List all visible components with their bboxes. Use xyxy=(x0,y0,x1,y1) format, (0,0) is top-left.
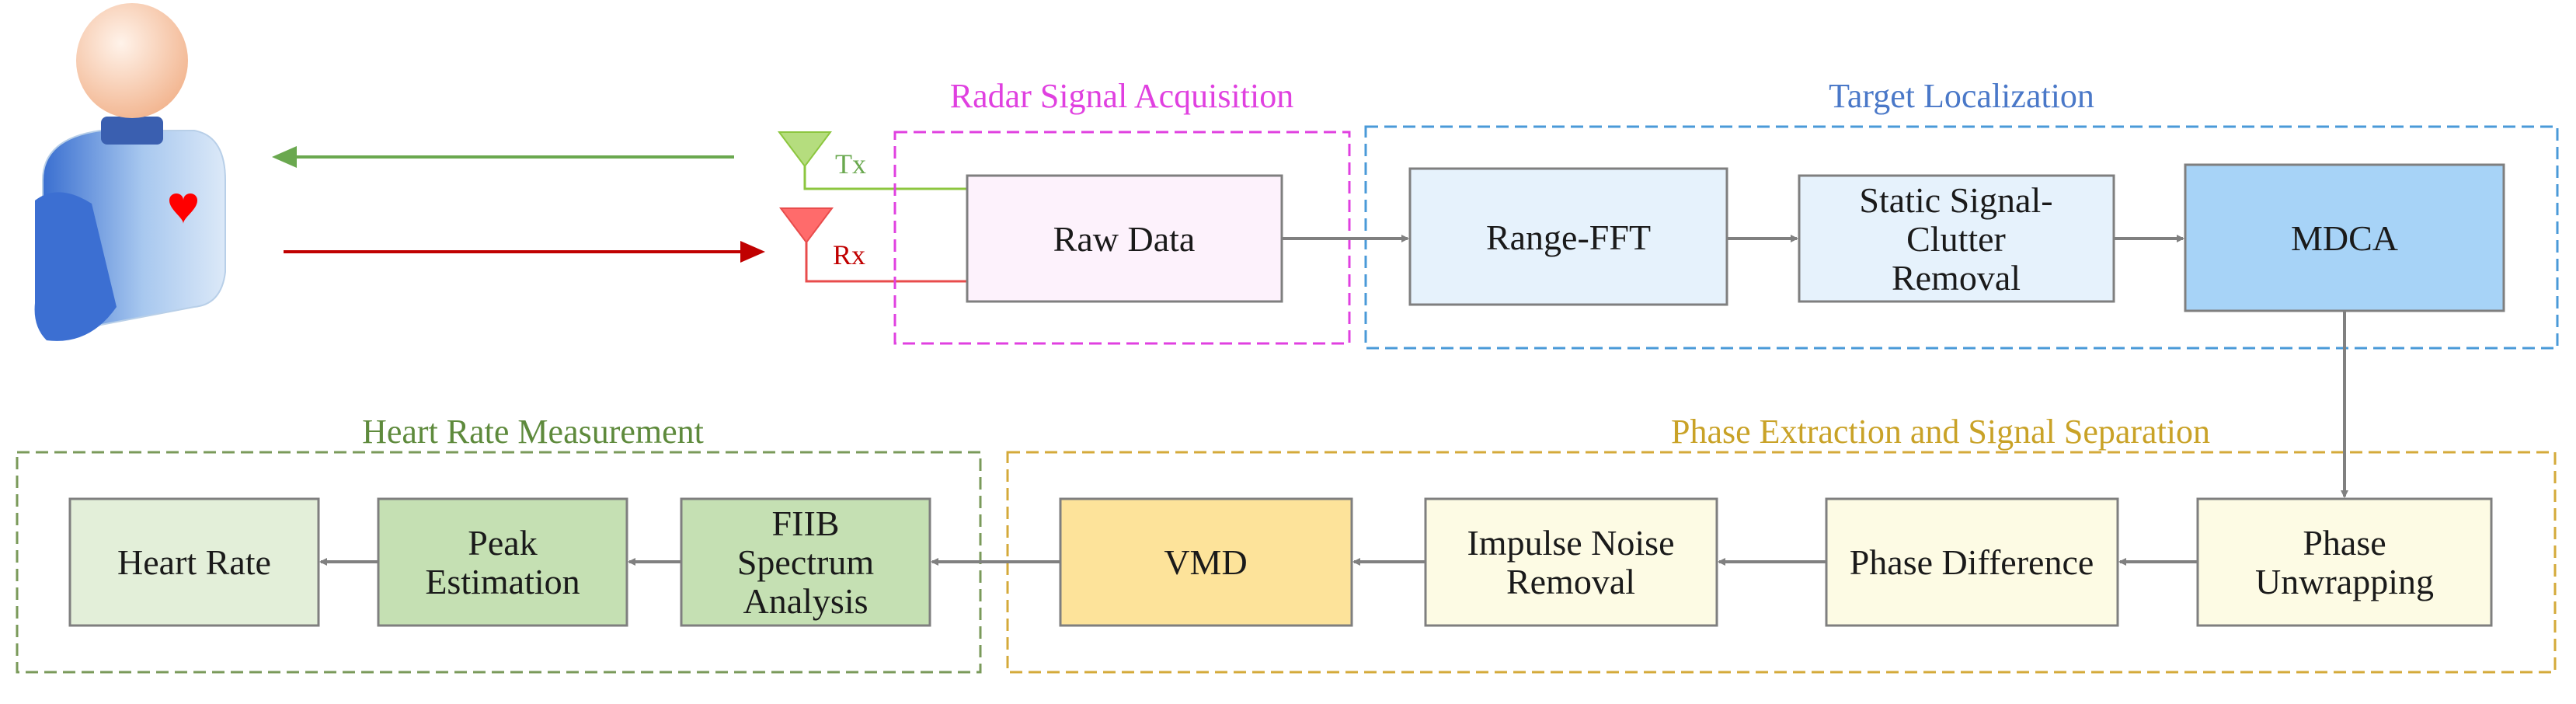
phase-difference-block xyxy=(1825,497,2119,627)
phase-unwrapping-block xyxy=(2196,497,2493,627)
block-label-line: Heart Rate xyxy=(117,542,271,582)
block-label-line: Analysis xyxy=(743,581,869,621)
block-label-line: MDCA xyxy=(2291,218,2398,258)
raw-data-label: Raw Data xyxy=(1053,219,1196,259)
group-title-heart: Heart Rate Measurement xyxy=(362,413,704,451)
mdca-block xyxy=(2184,163,2505,312)
block-label-line: Phase xyxy=(2303,523,2386,563)
raw-data-block xyxy=(966,174,1283,303)
group-title-localization: Target Localization xyxy=(1829,77,2094,115)
vmd-label: VMD xyxy=(1164,542,1247,582)
impulse-noise-block xyxy=(1424,497,1718,627)
peak-estimation-block xyxy=(377,497,628,627)
mdca-label: MDCA xyxy=(2291,218,2398,258)
block-label-line: Impulse Noise xyxy=(1467,523,1674,563)
rx-antenna-icon xyxy=(779,207,967,283)
tx-label: Tx xyxy=(835,148,866,179)
range-fft-block xyxy=(1408,167,1728,306)
block-label-line: Unwrapping xyxy=(2255,562,2434,601)
heart-rate-label: Heart Rate xyxy=(117,542,271,582)
tx-antenna-icon xyxy=(778,131,967,190)
group-title-phase: Phase Extraction and Signal Separation xyxy=(1671,413,2210,451)
group-phase-extraction xyxy=(1006,451,2557,674)
heart-icon xyxy=(169,193,197,224)
person-icon xyxy=(34,3,226,341)
phase-difference-label: Phase Difference xyxy=(1850,542,2094,582)
block-label-line: Clutter xyxy=(1906,219,2006,259)
clutter-removal-block xyxy=(1798,174,2115,303)
rx-label: Rx xyxy=(833,239,865,270)
block-label-line: Estimation xyxy=(425,562,580,601)
block-label-line: Range-FFT xyxy=(1486,218,1651,257)
block-label-line: Raw Data xyxy=(1053,219,1196,259)
block-label-line: Static Signal- xyxy=(1859,180,2052,220)
fiib-spectrum-block xyxy=(680,497,931,627)
block-label-line: Peak xyxy=(468,523,537,563)
range-fft-label: Range-FFT xyxy=(1486,218,1651,257)
block-label-line: FIIB xyxy=(772,504,840,543)
block-label-line: Phase Difference xyxy=(1850,542,2094,582)
group-title-acquisition: Radar Signal Acquisition xyxy=(950,77,1293,115)
block-label-line: VMD xyxy=(1164,542,1247,582)
block-label-line: Removal xyxy=(1892,258,2021,298)
heart-rate-block xyxy=(68,497,320,627)
block-label-line: Removal xyxy=(1506,562,1635,601)
block-label-line: Spectrum xyxy=(737,542,875,582)
